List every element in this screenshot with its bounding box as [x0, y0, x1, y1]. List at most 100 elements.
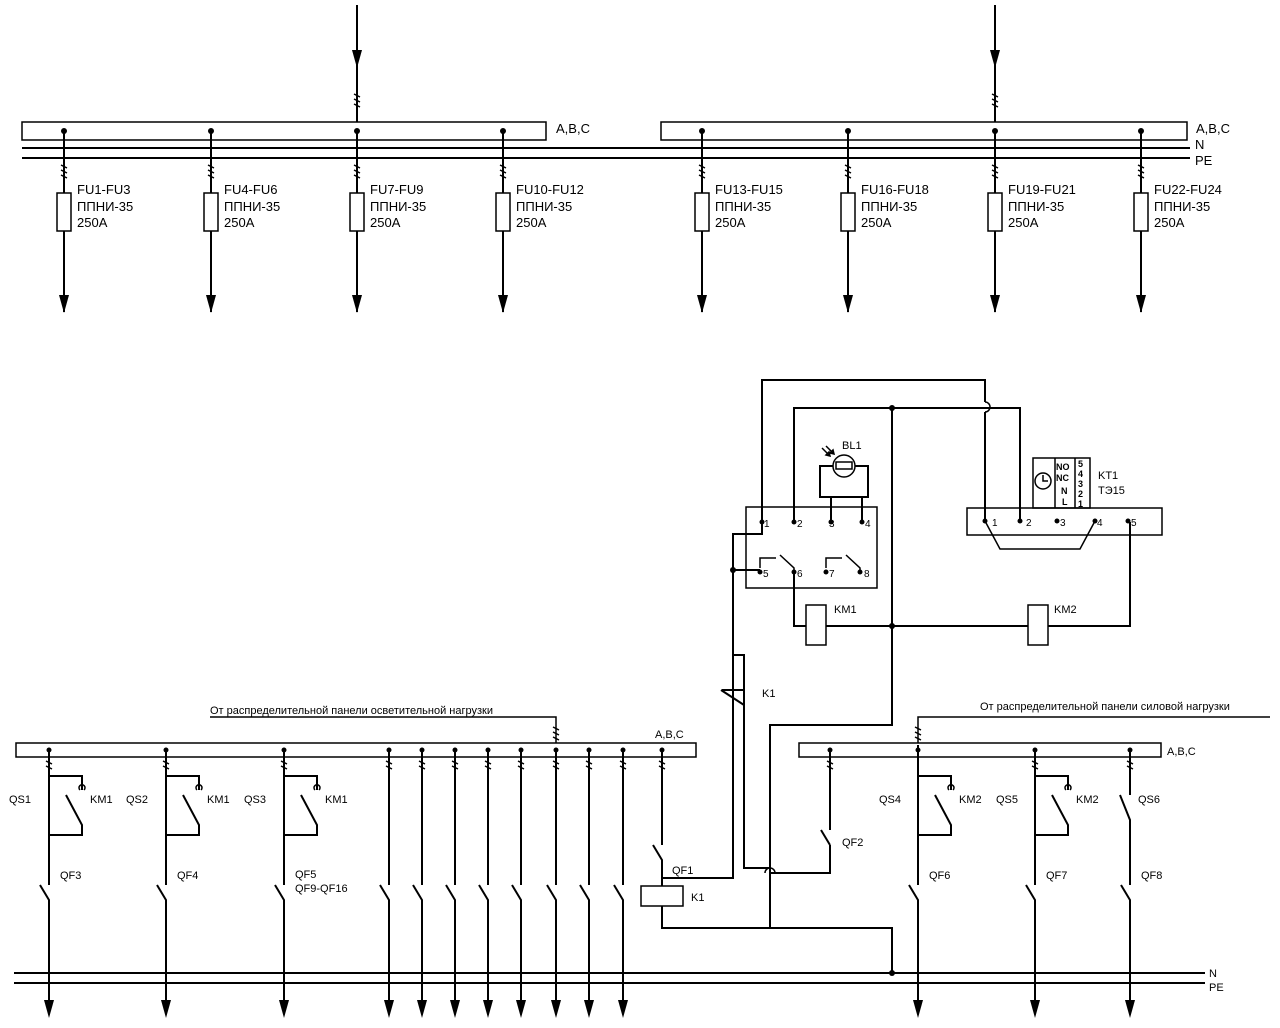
qf8-label: QF8 [1141, 870, 1162, 882]
fuse-type: ППНИ-35 [1154, 199, 1210, 214]
feeder-qs4: QS4 KM2 QF6 [879, 745, 982, 1018]
photo-relay-box: 1 2 3 4 5 6 7 8 [745, 506, 878, 589]
relay-terminal-3: 3 [829, 519, 835, 530]
feeder-qf1: QF1 [652, 747, 693, 886]
km2-label: KM2 [959, 794, 982, 806]
fuse-rating: 250A [861, 215, 892, 230]
k1-coil-circuit: K1 [640, 885, 895, 976]
timer-face-no: NO [1056, 462, 1070, 472]
qf2-label: QF2 [842, 837, 863, 849]
qf1-label: QF1 [672, 865, 693, 877]
qf7-label: QF7 [1046, 870, 1067, 882]
fuse-group-id: FU22-FU24 [1154, 182, 1222, 197]
timer-label: KT1 [1098, 470, 1118, 482]
fuse-feeder-5: FU13-FU15 ППНИ-35 250A [694, 128, 783, 313]
km2-label-2: KM2 [1076, 794, 1099, 806]
fuse-type: ППНИ-35 [1008, 199, 1064, 214]
feeder-qs1: QS1 KM1 QF3 [9, 747, 113, 1018]
lighting-feeder [379, 747, 394, 1018]
relay-terminal-4: 4 [865, 519, 871, 530]
incoming-feeder-right [990, 5, 1000, 130]
lighting-feeder [478, 747, 493, 1018]
fuse-rating: 250A [715, 215, 746, 230]
timer-digit-5: 5 [1078, 459, 1083, 469]
fuse-feeder-8: FU22-FU24 ППНИ-35 250A [1133, 128, 1222, 313]
fuse-type: ППНИ-35 [224, 199, 280, 214]
fuse-group-id: FU4-FU6 [224, 182, 277, 197]
fuse-type: ППНИ-35 [715, 199, 771, 214]
incoming-feeder-left [352, 5, 362, 130]
timer-digit-2: 2 [1078, 489, 1083, 499]
timer-relay-kt1: NO NC N L 5 4 3 2 1 KT1 ТЭ15 1 2 3 4 5 [966, 457, 1163, 550]
qs4-label: QS4 [879, 794, 901, 806]
right-source-label: От распределительной панели силовой нагр… [980, 701, 1230, 713]
relay-terminal-1: 1 [764, 519, 770, 530]
qf9-qf16-label: QF9-QF16 [295, 883, 348, 895]
fuse-feeder-1: FU1-FU3 ППНИ-35 250A [56, 128, 133, 313]
busbar-lower-right [798, 742, 1162, 758]
feeder-qs2: QS2 KM1 QF4 [126, 747, 230, 1018]
qs3-label: QS3 [244, 794, 266, 806]
timer-digit-4: 4 [1078, 469, 1083, 479]
fuse-feeder-4: FU10-FU12 ППНИ-35 250A [495, 128, 584, 313]
coil-km2-label: KM2 [1054, 604, 1077, 616]
coil-km1-label: KM1 [834, 604, 857, 616]
pe-label-lower: PE [1209, 982, 1224, 994]
km1-label-2: KM1 [207, 794, 230, 806]
fuse-type: ППНИ-35 [370, 199, 426, 214]
fuse-type: ППНИ-35 [861, 199, 917, 214]
fuse-rating: 250A [77, 215, 108, 230]
fuse-rating: 250A [1154, 215, 1185, 230]
fuse-feeder-7: FU19-FU21 ППНИ-35 250A [987, 128, 1076, 313]
timer-face-nc: NC [1056, 473, 1069, 483]
clock-icon [1034, 472, 1052, 490]
qf4-label: QF4 [177, 870, 198, 882]
fuse-rating: 250A [1008, 215, 1039, 230]
fuse-feeder-6: FU16-FU18 ППНИ-35 250A [840, 128, 929, 313]
timer-terminal-1: 1 [992, 518, 998, 529]
busbar-abc-right [660, 121, 1188, 141]
busbar-lower-left [15, 742, 697, 758]
fuse-feeder-2: FU4-FU6 ППНИ-35 250A [203, 128, 280, 313]
qf6-label: QF6 [929, 870, 950, 882]
pe-label-upper: PE [1195, 153, 1213, 168]
busbar-right-label: A,B,C [1196, 121, 1230, 136]
timer-digit-1: 1 [1078, 499, 1083, 509]
left-source-label: От распределительной панели осветительно… [210, 705, 493, 717]
lighting-feeders [379, 747, 628, 1018]
fuse-group-id: FU7-FU9 [370, 182, 423, 197]
qf5-label: QF5 [295, 869, 316, 881]
coil-km2 [1027, 604, 1049, 646]
timer-terminal-3: 3 [1060, 518, 1066, 529]
coil-k1 [640, 885, 684, 907]
busbar-lower-left-label: A,B,C [655, 729, 684, 741]
lighting-feeder [445, 747, 460, 1018]
coil-k1-label: K1 [691, 892, 704, 904]
fuse-rating: 250A [224, 215, 255, 230]
n-label-lower: N [1209, 968, 1217, 980]
lighting-feeder [546, 747, 561, 1018]
feeder-qf2: QF2 [820, 747, 863, 849]
upper-switchboard: A,B,C A,B,C N PE FU1-FU3 ППНИ-35 250A FU… [21, 5, 1230, 313]
busbar-lower-right-label: A,B,C [1167, 746, 1196, 758]
lighting-feeder [613, 747, 628, 1018]
relay-terminal-5: 5 [763, 569, 769, 580]
k1-contact-label: K1 [762, 688, 775, 700]
timer-face-l: L [1062, 497, 1068, 507]
feeder-qs5: QS5 KM2 QF7 [996, 747, 1099, 1018]
timer-terminal-2: 2 [1026, 518, 1032, 529]
qs6-label: QS6 [1138, 794, 1160, 806]
fuse-rating: 250A [516, 215, 547, 230]
feeder-qs3: QS3 KM1 QF5 QF9-QF16 [244, 747, 348, 1018]
relay-terminal-7: 7 [829, 569, 835, 580]
relay-terminal-6: 6 [797, 569, 803, 580]
busbar-left-label: A,B,C [556, 121, 590, 136]
n-label-upper: N [1195, 137, 1204, 152]
feeder-qs6: QS6 QF8 [1119, 747, 1162, 1018]
timer-digit-3: 3 [1078, 479, 1083, 489]
fuse-rating: 250A [370, 215, 401, 230]
qf3-label: QF3 [60, 870, 81, 882]
bl1-label: BL1 [842, 440, 862, 452]
lighting-feeder [412, 747, 427, 1018]
